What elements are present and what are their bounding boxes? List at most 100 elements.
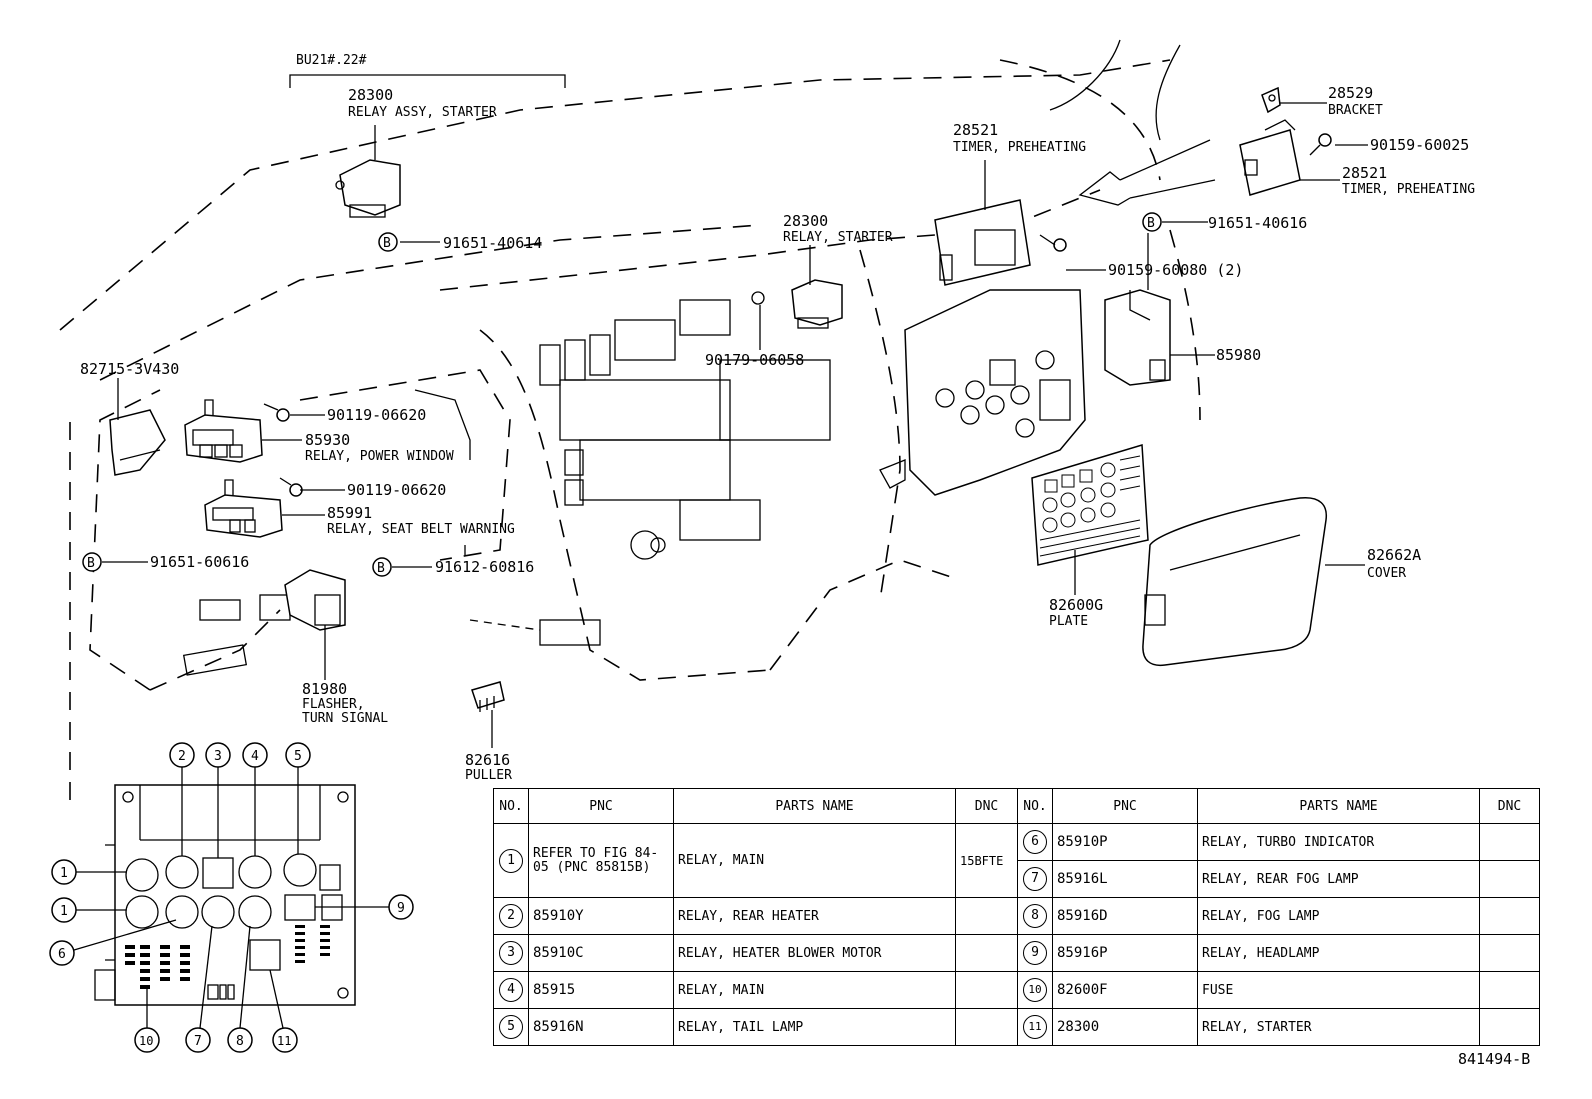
- svg-text:4: 4: [251, 749, 259, 764]
- bolt-91651-40614: 91651-40614: [443, 234, 542, 252]
- pnc-cell: 85916D: [1052, 897, 1198, 935]
- parts-name-cell: RELAY, HEATER BLOWER MOTOR: [673, 934, 956, 972]
- pnc-cell: REFER TO FIG 84-05 (PNC 85815B): [528, 823, 674, 898]
- plate-part: [1031, 444, 1149, 566]
- parts-name-cell: RELAY, TURBO INDICATOR: [1197, 823, 1480, 861]
- col-header-dnc: DNC: [955, 788, 1018, 824]
- svg-text:B: B: [383, 236, 391, 251]
- nut-90179-06058: 90179-06058: [705, 351, 804, 369]
- b-marker-icon: [378, 232, 398, 252]
- relay-starter-name: RELAY, STARTER: [783, 230, 893, 245]
- bracket-82715: [109, 409, 166, 476]
- parts-name-cell: RELAY, TAIL LAMP: [673, 1008, 956, 1046]
- relay-starter-part: [751, 279, 843, 329]
- svg-text:1: 1: [60, 866, 68, 881]
- bolt-icon: [263, 403, 290, 422]
- flasher-name-1: FLASHER,: [302, 697, 365, 712]
- parts-name-cell: RELAY, REAR HEATER: [673, 897, 956, 935]
- bracket-28529: [1261, 86, 1281, 114]
- bolt-91651-40616: 91651-40616: [1208, 214, 1307, 232]
- screw-90159-60080: 90159-60080 (2): [1108, 261, 1243, 279]
- relay-assy-starter-name: RELAY ASSY, STARTER: [348, 105, 497, 120]
- bracket-name: BRACKET: [1328, 103, 1383, 118]
- dnc-cell: [1479, 823, 1540, 861]
- svg-text:8: 8: [236, 1034, 244, 1049]
- col-header-dnc: DNC: [1479, 788, 1540, 824]
- svg-text:B: B: [87, 556, 95, 571]
- table-row: 5 85916N RELAY, TAIL LAMP 11 28300 RELAY…: [493, 1008, 1540, 1046]
- bolt-91612-60816: 91612-60816: [435, 558, 534, 576]
- relay-power-window-part: [184, 399, 263, 463]
- svg-text:2: 2: [178, 749, 186, 764]
- pnc-cell: 85916N: [528, 1008, 674, 1046]
- cover-name: COVER: [1367, 566, 1406, 581]
- timer2-name: TIMER, PREHEATING: [1342, 182, 1475, 197]
- plate-pnc: 82600G: [1049, 596, 1103, 614]
- svg-text:10: 10: [139, 1034, 153, 1048]
- direction-arrow: [1078, 139, 1216, 206]
- parts-name-cell: RELAY, MAIN: [673, 971, 956, 1009]
- drawing-number: 841494-B: [1458, 1050, 1531, 1068]
- puller-pnc: 82616: [465, 751, 510, 769]
- pnc-cell: 85910P: [1052, 823, 1198, 861]
- b-markers: B B B B: [82, 212, 1162, 577]
- fuse-box-layout: 1 2 3 4 5 1 6 7 8 9: [49, 742, 414, 1053]
- relay-85980-pnc: 85980: [1216, 346, 1261, 364]
- pnc-cell: 28300: [1052, 1008, 1198, 1046]
- col-header-no: NO.: [1017, 788, 1053, 824]
- table-header-row: NO. PNC PARTS NAME DNC NO. PNC PARTS NAM…: [493, 788, 1540, 824]
- relay-starter-pnc: 28300: [783, 212, 828, 230]
- table-row: 2 85910Y RELAY, REAR HEATER 8 85916D REL…: [493, 897, 1540, 935]
- svg-text:6: 6: [58, 947, 66, 962]
- puller-name: PULLER: [465, 768, 512, 783]
- bolt-icon: [279, 477, 303, 497]
- pnc-cell: 82600F: [1052, 971, 1198, 1009]
- table-row: 1 REFER TO FIG 84-05 (PNC 85815B) RELAY,…: [493, 823, 1540, 898]
- relay-seat-belt-pnc: 85991: [327, 504, 372, 522]
- parts-name-cell: RELAY, STARTER: [1197, 1008, 1480, 1046]
- cover-pnc: 82662A: [1367, 546, 1421, 564]
- parts-name-cell: RELAY, REAR FOG LAMP: [1197, 860, 1480, 898]
- parts-name-cell: RELAY, HEADLAMP: [1197, 934, 1480, 972]
- svg-text:5: 5: [294, 749, 302, 764]
- bolt-icon: [1309, 133, 1332, 156]
- flasher-pnc: 81980: [302, 680, 347, 698]
- svg-text:1: 1: [60, 904, 68, 919]
- dnc-cell: [955, 971, 1018, 1009]
- col-header-pnc: PNC: [1052, 788, 1198, 824]
- relay-85980: [1104, 289, 1171, 386]
- relay-assy-starter-part: [335, 159, 401, 218]
- flasher-part: [284, 569, 346, 631]
- screw-90119-06620-a: 90119-06620: [327, 406, 426, 424]
- puller-part: [471, 681, 505, 712]
- timer-preheating-right: [1239, 119, 1301, 196]
- dnc-cell: [955, 934, 1018, 972]
- relay-seat-belt-name: RELAY, SEAT BELT WARNING: [327, 522, 515, 537]
- dnc-cell: 15BFTE: [955, 823, 1018, 898]
- dashboard-outline: [59, 39, 1201, 800]
- b-marker-icon: [82, 552, 102, 572]
- pnc-cell: 85916P: [1052, 934, 1198, 972]
- pnc-cell: 85910Y: [528, 897, 674, 935]
- dnc-cell: [1479, 971, 1540, 1009]
- dnc-cell: [955, 897, 1018, 935]
- parts-name-cell: FUSE: [1197, 971, 1480, 1009]
- model-range-label: BU21#.22#: [296, 53, 367, 68]
- parts-name-cell: RELAY, FOG LAMP: [1197, 897, 1480, 935]
- svg-text:B: B: [377, 561, 385, 576]
- pnc-cell: 85916L: [1052, 860, 1198, 898]
- b-marker-icon: [1142, 212, 1162, 232]
- plate-name: PLATE: [1049, 614, 1088, 629]
- leader-lines: [102, 74, 1368, 748]
- parts-table: NO. PNC PARTS NAME DNC NO. PNC PARTS NAM…: [493, 788, 1540, 1046]
- svg-text:9: 9: [397, 901, 405, 916]
- svg-text:11: 11: [277, 1034, 291, 1048]
- col-header-parts-name: PARTS NAME: [1197, 788, 1480, 824]
- table-row: 7 85916L RELAY, REAR FOG LAMP: [494, 860, 1540, 898]
- b-marker-icon: [372, 557, 392, 577]
- cover-part: [1142, 497, 1328, 667]
- fasteners: [263, 133, 1332, 497]
- bracket-82715-pnc: 82715-3V430: [80, 360, 179, 378]
- pnc-cell: 85915: [528, 971, 674, 1009]
